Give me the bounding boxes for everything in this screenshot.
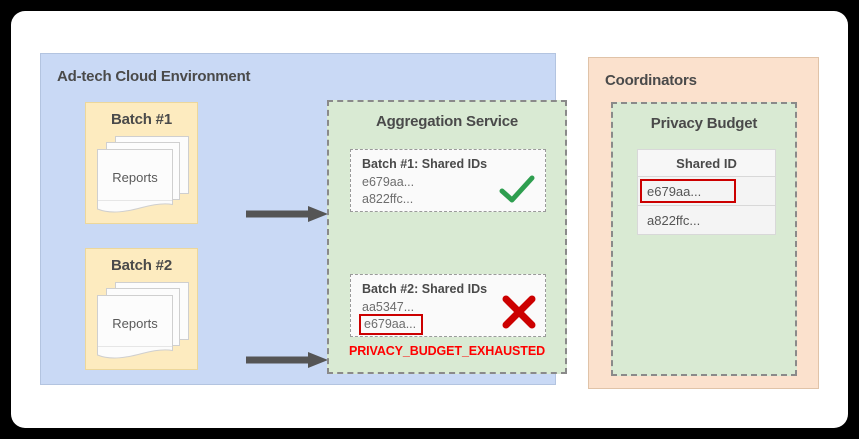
coordinators-panel-title: Coordinators [605,72,697,89]
shared-id-value-highlighted: e679aa... [359,314,424,335]
table-row: a822ffc... [637,206,776,235]
shared-id-value: a822ffc... [362,192,414,206]
privacy-budget-title: Privacy Budget [650,115,758,132]
report-doc-wave-icon [97,346,173,359]
shared-id-cell: a822ffc... [647,212,701,228]
batch-card-2: Batch #2 Reports [85,248,198,370]
batch-card-1: Batch #1 Reports [85,102,198,224]
privacy-budget-error-text: PRIVACY_BUDGET_EXHAUSTED [348,344,545,358]
report-doc-label-2: Reports [112,316,158,331]
reports-stack-2: Reports [97,282,189,360]
report-doc-front [97,295,173,347]
x-icon [502,295,536,329]
adtech-cloud-environment-panel: Ad-tech Cloud Environment Batch #1 Repor… [40,53,567,385]
shared-ids-card-1-title: Batch #1: Shared IDs [362,157,488,171]
coordinators-panel: Coordinators Privacy Budget Shared ID e6… [588,57,819,389]
diagram-canvas: Ad-tech Cloud Environment Batch #1 Repor… [11,11,848,428]
shared-id-value: e679aa... [362,175,415,189]
privacy-budget-panel: Privacy Budget Shared ID e679aa... a822f… [611,102,797,376]
arrow-right-icon-2 [246,352,328,368]
shared-id-table: Shared ID e679aa... a822ffc... [637,149,776,235]
table-row: e679aa... [637,177,776,206]
batch-1-label: Batch #1 [111,111,172,128]
shared-id-value: aa5347... [362,300,415,314]
aggregation-service-title: Aggregation Service [375,113,519,130]
report-doc-wave-icon [97,200,173,213]
report-doc-front [97,149,173,201]
batch-2-label: Batch #2 [111,257,172,274]
shared-ids-card-2: Batch #2: Shared IDs aa5347... e679aa... [350,274,546,337]
shared-ids-card-1: Batch #1: Shared IDs e679aa... a822ffc..… [350,149,546,212]
aggregation-service-panel: Aggregation Service Batch #1: Shared IDs… [327,100,567,374]
report-doc-label-1: Reports [112,170,158,185]
shared-ids-card-2-title: Batch #2: Shared IDs [362,282,488,296]
adtech-panel-title: Ad-tech Cloud Environment [57,68,251,85]
shared-id-cell-highlighted: e679aa... [640,179,736,203]
shared-id-table-header: Shared ID [637,149,776,177]
arrow-right-icon-1 [246,206,328,222]
reports-stack-1: Reports [97,136,189,214]
check-icon [499,175,535,203]
